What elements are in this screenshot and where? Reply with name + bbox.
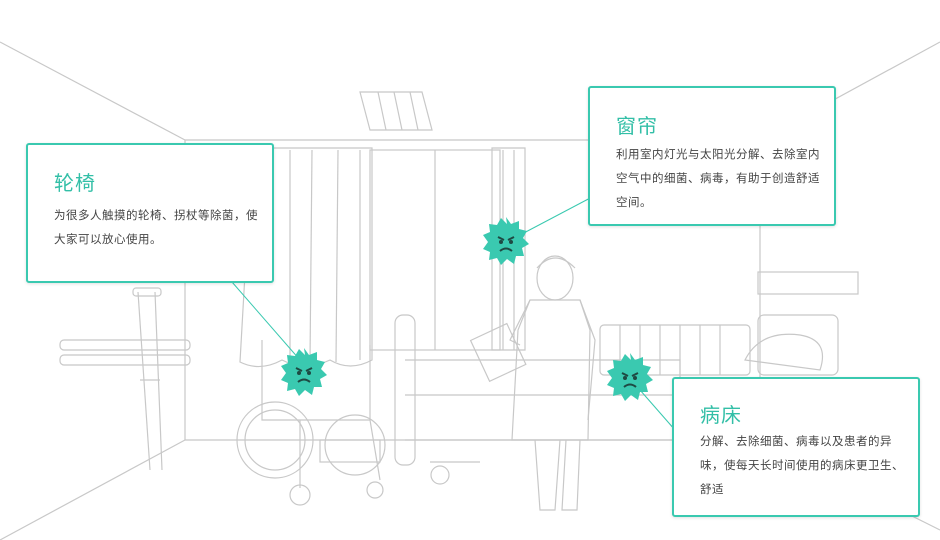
germ-face-icon bbox=[607, 353, 653, 401]
callout-title: 窗帘 bbox=[616, 114, 658, 138]
callout-bed: 病床 分解、去除细菌、病毒以及患者的异味，使每天长时间使用的病床更卫生、舒适 bbox=[672, 377, 920, 517]
callout-description: 利用室内灯光与太阳光分解、去除室内空气中的细菌、病毒，有助于创造舒适空间。 bbox=[616, 147, 820, 209]
germ-face-icon bbox=[281, 348, 327, 396]
callout-description: 为很多人触摸的轮椅、拐杖等除菌，使大家可以放心使用。 bbox=[54, 208, 258, 246]
callout-title: 病床 bbox=[700, 403, 742, 427]
callout-title: 轮椅 bbox=[54, 171, 96, 195]
callout-curtain: 窗帘 利用室内灯光与太阳光分解、去除室内空气中的细菌、病毒，有助于创造舒适空间。 bbox=[588, 86, 836, 226]
germ-face-icon bbox=[483, 217, 529, 265]
callout-wheelchair: 轮椅 为很多人触摸的轮椅、拐杖等除菌，使大家可以放心使用。 bbox=[26, 143, 274, 283]
callout-description: 分解、去除细菌、病毒以及患者的异味，使每天长时间使用的病床更卫生、舒适 bbox=[700, 434, 904, 496]
